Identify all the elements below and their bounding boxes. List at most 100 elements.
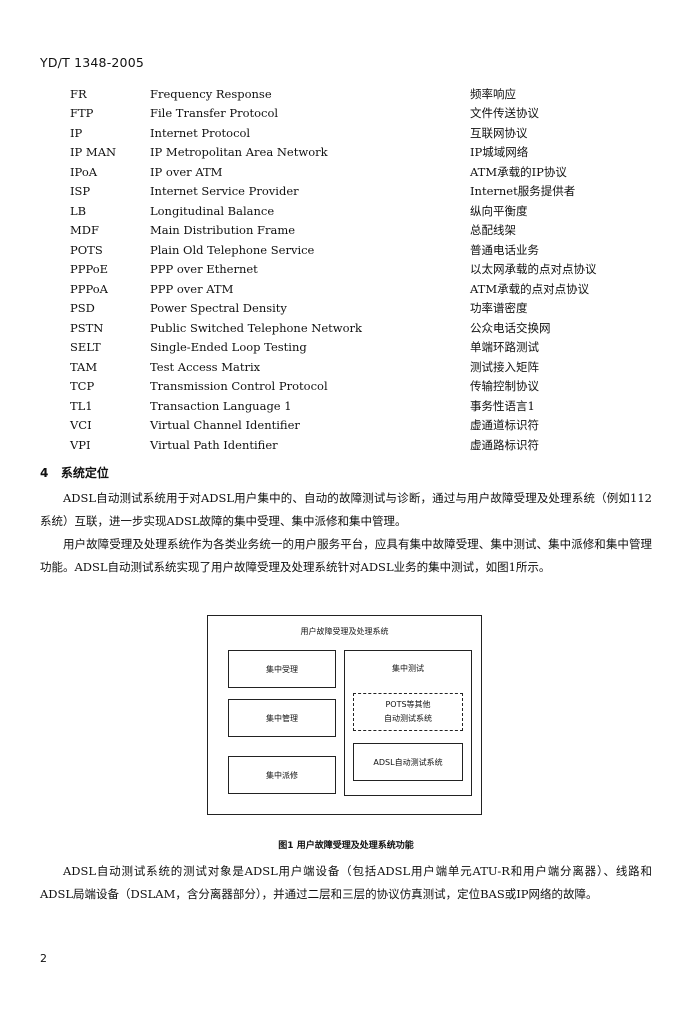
abbreviation-english: IP Metropolitan Area Network bbox=[150, 145, 328, 160]
abbreviation-english: Main Distribution Frame bbox=[150, 223, 296, 238]
abbreviation-english: Plain Old Telephone Service bbox=[150, 242, 315, 257]
figure-caption: 图1 用户故障受理及处理系统功能 bbox=[278, 841, 414, 851]
box-adsl-test-system-label: ADSL自动测试系统 bbox=[373, 758, 443, 767]
abbreviation-chinese: 功率谱密度 bbox=[470, 301, 528, 316]
abbreviation-row: TL1 Transaction Language 1 事务性语言1 bbox=[70, 396, 670, 416]
abbreviation-english: File Transfer Protocol bbox=[150, 106, 279, 121]
abbreviation-term: PPPoA bbox=[70, 281, 108, 296]
abbreviation-chinese: Internet服务提供者 bbox=[470, 184, 576, 199]
abbreviation-term: VCI bbox=[70, 418, 92, 433]
box-pots-test-system: POTS等其他 自动测试系统 bbox=[353, 693, 463, 731]
abbreviation-english: Virtual Path Identifier bbox=[150, 437, 278, 452]
abbreviation-term: FR bbox=[70, 86, 87, 101]
abbreviation-chinese: ATM承载的点对点协议 bbox=[470, 281, 590, 296]
abbreviation-chinese: 传输控制协议 bbox=[470, 379, 539, 394]
abbreviation-row: MDF Main Distribution Frame 总配线架 bbox=[70, 221, 670, 241]
abbreviation-table: FR Frequency Response 频率响应 FTP File Transfer… bbox=[70, 84, 670, 455]
abbreviation-row: TCP Transmission Control Protocol 传输控制协议 bbox=[70, 377, 670, 397]
abbreviation-row: IP Internet Protocol 互联网协议 bbox=[70, 123, 670, 143]
box-central-management-label: 集中管理 bbox=[266, 714, 298, 723]
abbreviation-chinese: ATM承载的IP协议 bbox=[470, 164, 567, 179]
abbreviation-term: PPPoE bbox=[70, 262, 109, 277]
abbreviation-row: PSD Power Spectral Density 功率谱密度 bbox=[70, 299, 670, 319]
abbreviation-term: IP MAN bbox=[70, 145, 117, 160]
abbreviation-english: PPP over Ethernet bbox=[150, 262, 258, 277]
abbreviation-chinese: 公众电话交换网 bbox=[470, 320, 551, 335]
abbreviation-term: IP bbox=[70, 125, 83, 140]
abbreviation-chinese: 虚通道标识符 bbox=[470, 418, 539, 433]
box-central-acceptance-label: 集中受理 bbox=[266, 665, 298, 674]
box-central-management: 集中管理 bbox=[228, 699, 336, 737]
box-pots-line-2: 自动测试系统 bbox=[384, 714, 432, 723]
abbreviation-chinese: 事务性语言1 bbox=[470, 398, 535, 413]
abbreviation-chinese: 普通电话业务 bbox=[470, 242, 539, 257]
abbreviation-english: Power Spectral Density bbox=[150, 301, 287, 316]
abbreviation-chinese: 总配线架 bbox=[470, 223, 516, 238]
section-heading: 4 系统定位 bbox=[40, 464, 109, 481]
abbreviation-term: TL1 bbox=[70, 398, 93, 413]
abbreviation-row: VCI Virtual Channel Identifier 虚通道标识符 bbox=[70, 416, 670, 436]
box-pots-line-1: POTS等其他 bbox=[385, 700, 431, 709]
abbreviation-english: Test Access Matrix bbox=[150, 359, 261, 374]
abbreviation-english: Transmission Control Protocol bbox=[150, 379, 328, 394]
abbreviation-row: IP MAN IP Metropolitan Area Network IP城域网络 bbox=[70, 143, 670, 163]
abbreviation-row: PPPoE PPP over Ethernet 以太网承载的点对点协议 bbox=[70, 260, 670, 280]
abbreviation-chinese: 频率响应 bbox=[470, 86, 516, 101]
abbreviation-english: Frequency Response bbox=[150, 86, 272, 101]
paragraph-2: 用户故障受理及处理系统作为各类业务统一的用户服务平台，应具有集中故障受理、集中测… bbox=[40, 537, 652, 574]
abbreviation-chinese: 以太网承载的点对点协议 bbox=[470, 262, 597, 277]
abbreviation-english: Internet Service Provider bbox=[150, 184, 299, 199]
abbreviation-row: VPI Virtual Path Identifier 虚通路标识符 bbox=[70, 435, 670, 455]
abbreviation-english: Virtual Channel Identifier bbox=[150, 418, 300, 433]
abbreviation-english: Single-Ended Loop Testing bbox=[150, 340, 307, 355]
abbreviation-row: POTS Plain Old Telephone Service 普通电话业务 bbox=[70, 240, 670, 260]
abbreviation-row: PPPoA PPP over ATM ATM承载的点对点协议 bbox=[70, 279, 670, 299]
box-adsl-test-system: ADSL自动测试系统 bbox=[353, 743, 463, 781]
abbreviation-row: IPoA IP over ATM ATM承载的IP协议 bbox=[70, 162, 670, 182]
abbreviation-term: TCP bbox=[70, 379, 95, 394]
abbreviation-row: PSTN Public Switched Telephone Network 公众电… bbox=[70, 318, 670, 338]
box-central-acceptance: 集中受理 bbox=[228, 650, 336, 688]
page-number: 2 bbox=[40, 952, 47, 965]
box-central-testing: 集中测试 POTS等其他 自动测试系统 ADSL自动测试系统 bbox=[344, 650, 472, 796]
box-central-dispatch: 集中派修 bbox=[228, 756, 336, 794]
abbreviation-term: SELT bbox=[70, 340, 101, 355]
abbreviation-row: LB Longitudinal Balance 纵向平衡度 bbox=[70, 201, 670, 221]
abbreviation-chinese: 虚通路标识符 bbox=[470, 437, 539, 452]
abbreviation-term: LB bbox=[70, 203, 87, 218]
abbreviation-term: FTP bbox=[70, 106, 94, 121]
abbreviation-term: PSD bbox=[70, 301, 95, 316]
section-title: 系统定位 bbox=[60, 466, 109, 480]
abbreviation-chinese: 单端环路测试 bbox=[470, 340, 539, 355]
abbreviation-row: FR Frequency Response 频率响应 bbox=[70, 84, 670, 104]
abbreviation-term: ISP bbox=[70, 184, 91, 199]
box-central-dispatch-label: 集中派修 bbox=[266, 771, 298, 780]
abbreviation-table-body: FR Frequency Response 频率响应 FTP File Transfer… bbox=[70, 84, 670, 455]
abbreviation-english: Longitudinal Balance bbox=[150, 203, 275, 218]
abbreviation-chinese: 互联网协议 bbox=[470, 125, 528, 140]
figure-title: 用户故障受理及处理系统 bbox=[300, 627, 389, 636]
abbreviation-chinese: IP城域网络 bbox=[470, 145, 529, 160]
abbreviation-english: PPP over ATM bbox=[150, 281, 234, 296]
paragraph-1: ADSL自动测试系统用于对ADSL用户集中的、自动的故障测试与诊断，通过与用户故… bbox=[40, 491, 652, 528]
abbreviation-row: ISP Internet Service Provider Internet服务提供… bbox=[70, 182, 670, 202]
abbreviation-term: PSTN bbox=[70, 320, 104, 335]
paragraph-3: ADSL自动测试系统的测试对象是ADSL用户端设备（包括ADSL用户端单元ATU… bbox=[40, 864, 652, 901]
abbreviation-term: POTS bbox=[70, 242, 103, 257]
document-header: YD/T 1348-2005 bbox=[40, 55, 145, 70]
system-function-figure: 用户故障受理及处理系统 集中受理 集中管理 集中派修 集中测试 POTS等其他 … bbox=[207, 615, 482, 815]
abbreviation-row: SELT Single-Ended Loop Testing 单端环路测试 bbox=[70, 338, 670, 358]
abbreviation-chinese: 纵向平衡度 bbox=[470, 203, 528, 218]
abbreviation-english: Public Switched Telephone Network bbox=[150, 320, 362, 335]
abbreviation-english: Transaction Language 1 bbox=[150, 398, 292, 413]
section-number: 4 bbox=[40, 466, 49, 480]
abbreviation-term: VPI bbox=[70, 437, 91, 452]
abbreviation-english: IP over ATM bbox=[150, 164, 223, 179]
abbreviation-term: TAM bbox=[70, 359, 98, 374]
abbreviation-term: MDF bbox=[70, 223, 99, 238]
box-central-testing-label: 集中测试 bbox=[392, 664, 424, 673]
abbreviation-term: IPoA bbox=[70, 164, 98, 179]
abbreviation-english: Internet Protocol bbox=[150, 125, 251, 140]
